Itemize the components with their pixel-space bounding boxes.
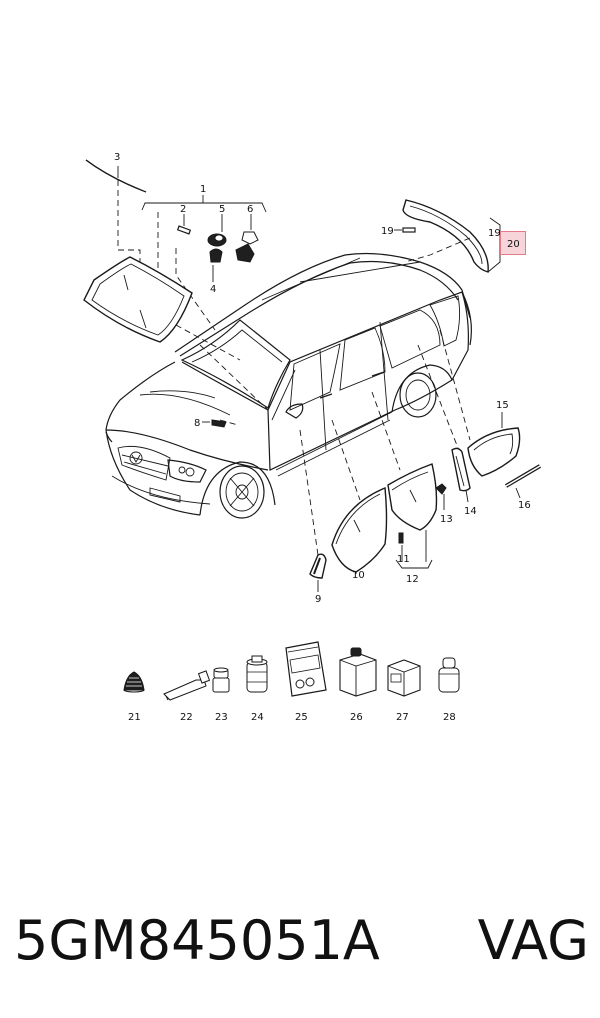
primer-can-icon [246, 655, 268, 693]
dash-3 [117, 180, 141, 268]
label-21: 21 [128, 712, 141, 723]
label-26: 26 [350, 712, 363, 723]
part-9-seal [313, 557, 321, 575]
cartridge-box-icon [339, 647, 377, 697]
dash-14 [417, 344, 459, 449]
dash-10 [331, 419, 361, 501]
part-13-bolt [435, 483, 447, 495]
activator-bottle-icon [438, 657, 460, 693]
part-12-rear-door-glass [387, 463, 438, 531]
label-25: 25 [295, 712, 308, 723]
part-number: 5GM845051A [14, 908, 380, 972]
callout-12: 12 [406, 574, 419, 585]
part-19-clip [402, 227, 416, 233]
caption-bar: 5GM845051A VAG [14, 900, 589, 980]
part-12-shine [409, 489, 417, 503]
kit-box-icon [387, 659, 421, 697]
dash-12 [371, 391, 401, 471]
windscreen-inner-border [91, 263, 185, 336]
leader-16 [515, 487, 521, 499]
callout-8: 8 [194, 418, 200, 429]
callout-5: 5 [219, 204, 225, 215]
adhesive-tube-icon [163, 670, 211, 701]
callout-20: 20 [507, 239, 520, 250]
part-11-guide [398, 532, 404, 544]
bracket-12 [395, 559, 433, 569]
callout-15: 15 [496, 400, 509, 411]
part-10-inner [335, 493, 381, 545]
dash-15 [439, 329, 471, 441]
part-14-inner [455, 455, 465, 487]
dash-windscreen [175, 324, 241, 361]
cleaning-pad-icon [285, 641, 327, 697]
callout-14: 14 [464, 506, 477, 517]
callout-13: 13 [440, 514, 453, 525]
callout-1: 1 [200, 184, 206, 195]
car-body [105, 252, 472, 519]
dash-9 [299, 429, 319, 556]
part-15-inner [473, 433, 514, 455]
rear-window-inner [409, 205, 483, 265]
part-16-seal-inner [505, 465, 541, 487]
label-24: 24 [251, 712, 264, 723]
small-bottle-icon [212, 667, 230, 693]
dash-a [199, 344, 269, 411]
callout-10: 10 [352, 570, 365, 581]
callout-3: 3 [114, 152, 120, 163]
label-28: 28 [443, 712, 456, 723]
windscreen-glass [83, 256, 193, 343]
rear-window-glass [402, 199, 489, 273]
callout-9: 9 [315, 594, 321, 605]
part-4-mount [209, 248, 223, 263]
part-10-shine [353, 519, 361, 533]
callout-2: 2 [180, 204, 186, 215]
windscreen-shine-2 [139, 309, 147, 329]
part-6-cover-top [241, 231, 259, 245]
part-15-rear-side-glass [467, 427, 521, 477]
callout-4: 4 [210, 284, 216, 295]
windscreen-shine-1 [123, 274, 129, 291]
leader-14 [465, 489, 469, 503]
part-6-cover [235, 243, 255, 263]
highlight-callout-20 [500, 231, 526, 255]
label-27: 27 [396, 712, 409, 723]
part-2-clip [176, 225, 192, 235]
label-22: 22 [180, 712, 193, 723]
brand-name: VAG [477, 908, 589, 972]
part-12-inner [391, 471, 429, 491]
label-23: 23 [215, 712, 228, 723]
spring-clip-icon [123, 671, 145, 693]
part-5-sensor-lens [214, 234, 224, 242]
callout-19-left: 19 [381, 226, 394, 237]
bracket-1 [141, 202, 267, 213]
part-8-clip [211, 419, 227, 428]
windscreen-trim-strip-inner [85, 159, 147, 193]
callout-16: 16 [518, 500, 531, 511]
dash-1b [175, 248, 216, 331]
callout-6: 6 [247, 204, 253, 215]
callout-19-right: 19 [488, 228, 501, 239]
dash-8 [219, 419, 239, 426]
callout-11: 11 [397, 554, 410, 565]
